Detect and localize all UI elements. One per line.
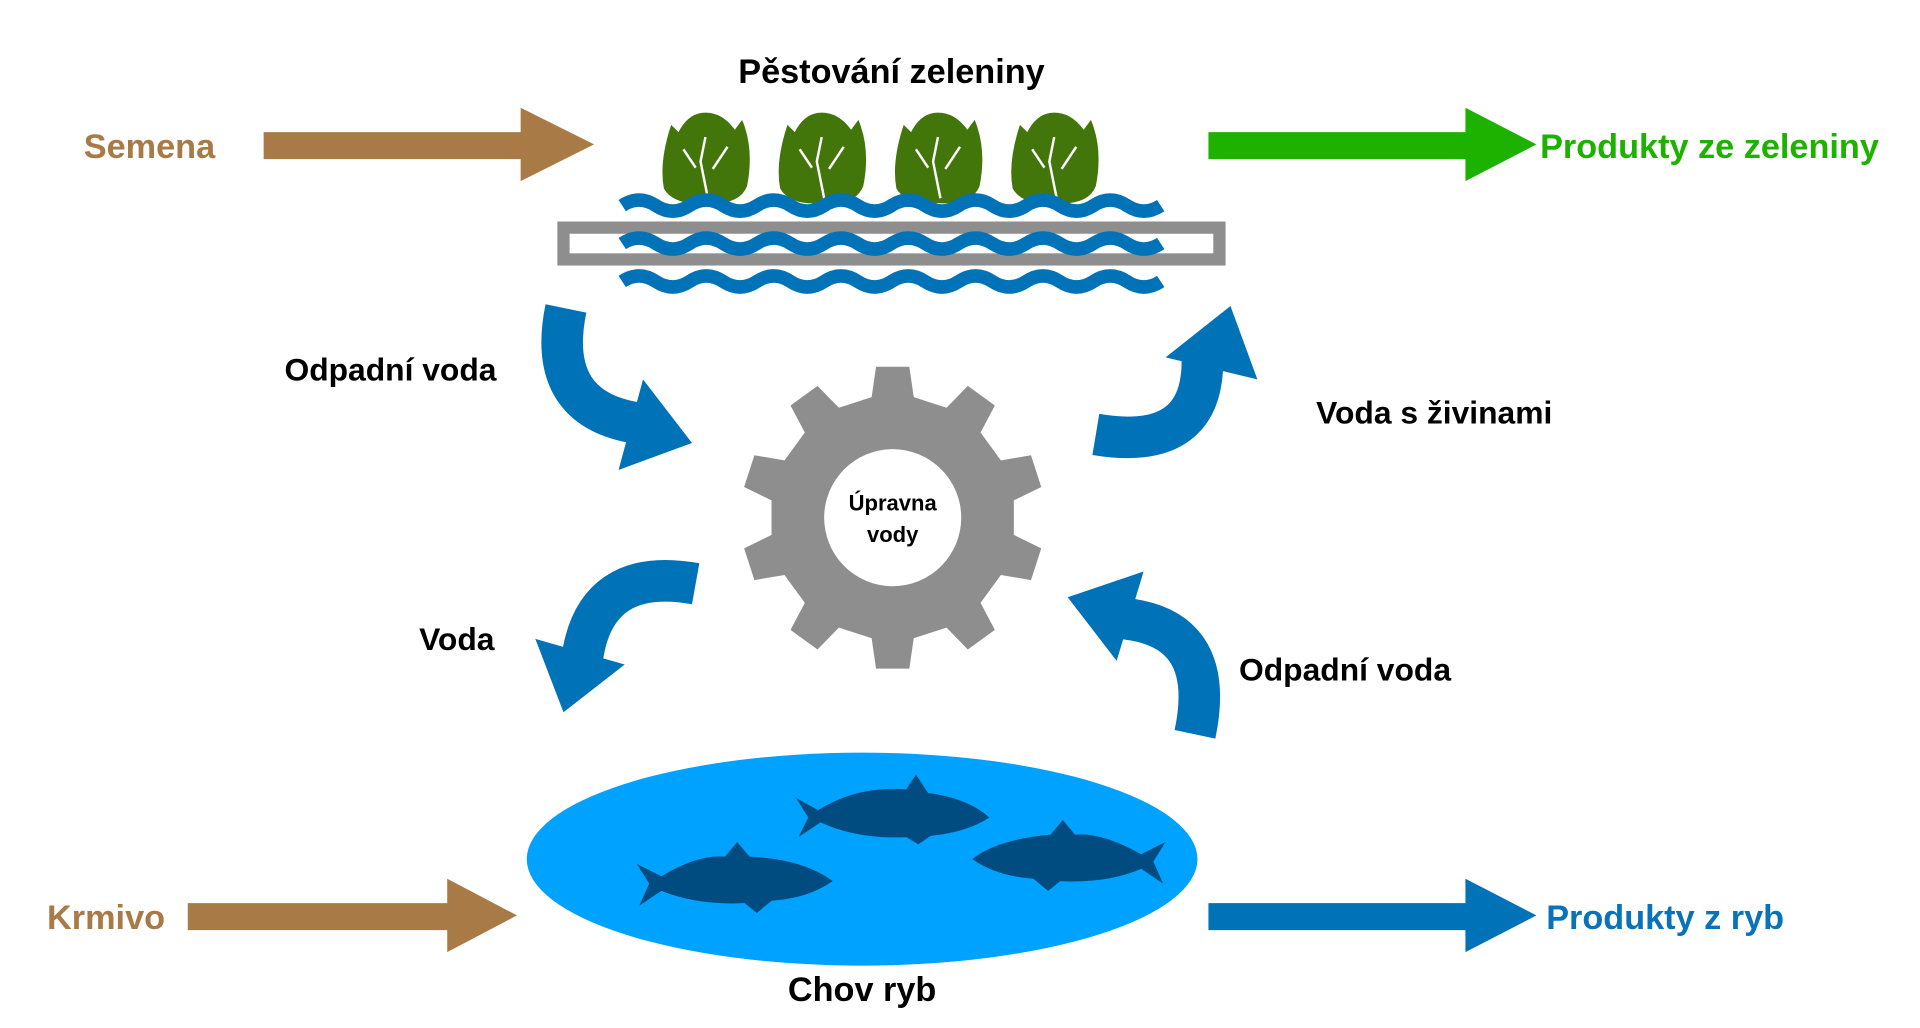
lettuce-icons [662,112,1099,204]
label-water: Voda [419,621,495,657]
curved-arrow-icon [1067,571,1221,739]
label-wastewater-bottom: Odpadní voda [1239,651,1451,687]
water-treatment-label-2: vody [867,522,919,547]
fish-icon [796,774,990,845]
water-waves [618,193,1165,294]
curved-arrow-icon [1092,305,1258,459]
label-vegetable-products: Produkty ze zeleniny [1540,128,1879,166]
label-fish-products: Produkty z ryb [1546,899,1784,937]
vegetable-output-arrow-icon [1208,107,1537,182]
wave-line [618,231,1165,256]
curved-arrow-icon [541,304,692,470]
fish-output-arrow-icon [1208,878,1537,953]
title-vegetable-growing: Pěstování zeleniny [738,53,1044,91]
lettuce-icon [1011,112,1099,204]
wave-line [618,193,1165,218]
fish-icon [636,841,833,913]
label-nutrient-water: Voda s živinami [1316,394,1552,430]
water-treatment-label-1: Úpravna [849,490,938,515]
fish-icons [636,774,1166,913]
curved-arrow-icon [535,560,700,713]
label-feed: Krmivo [47,899,165,937]
label-seeds: Semena [84,128,216,166]
label-wastewater-top: Odpadní voda [284,352,496,388]
grow-tray [557,221,1226,266]
title-fish-farming: Chov ryb [788,971,936,1009]
lettuce-icon [894,112,983,204]
feed-arrow-icon [187,878,517,953]
gear-icon [744,366,1042,669]
lettuce-icon [778,112,867,204]
wave-line [618,269,1165,294]
seeds-arrow-icon [263,107,595,182]
fish-icon [972,819,1166,891]
lettuce-icon [662,112,750,204]
fish-pond [526,752,1198,966]
